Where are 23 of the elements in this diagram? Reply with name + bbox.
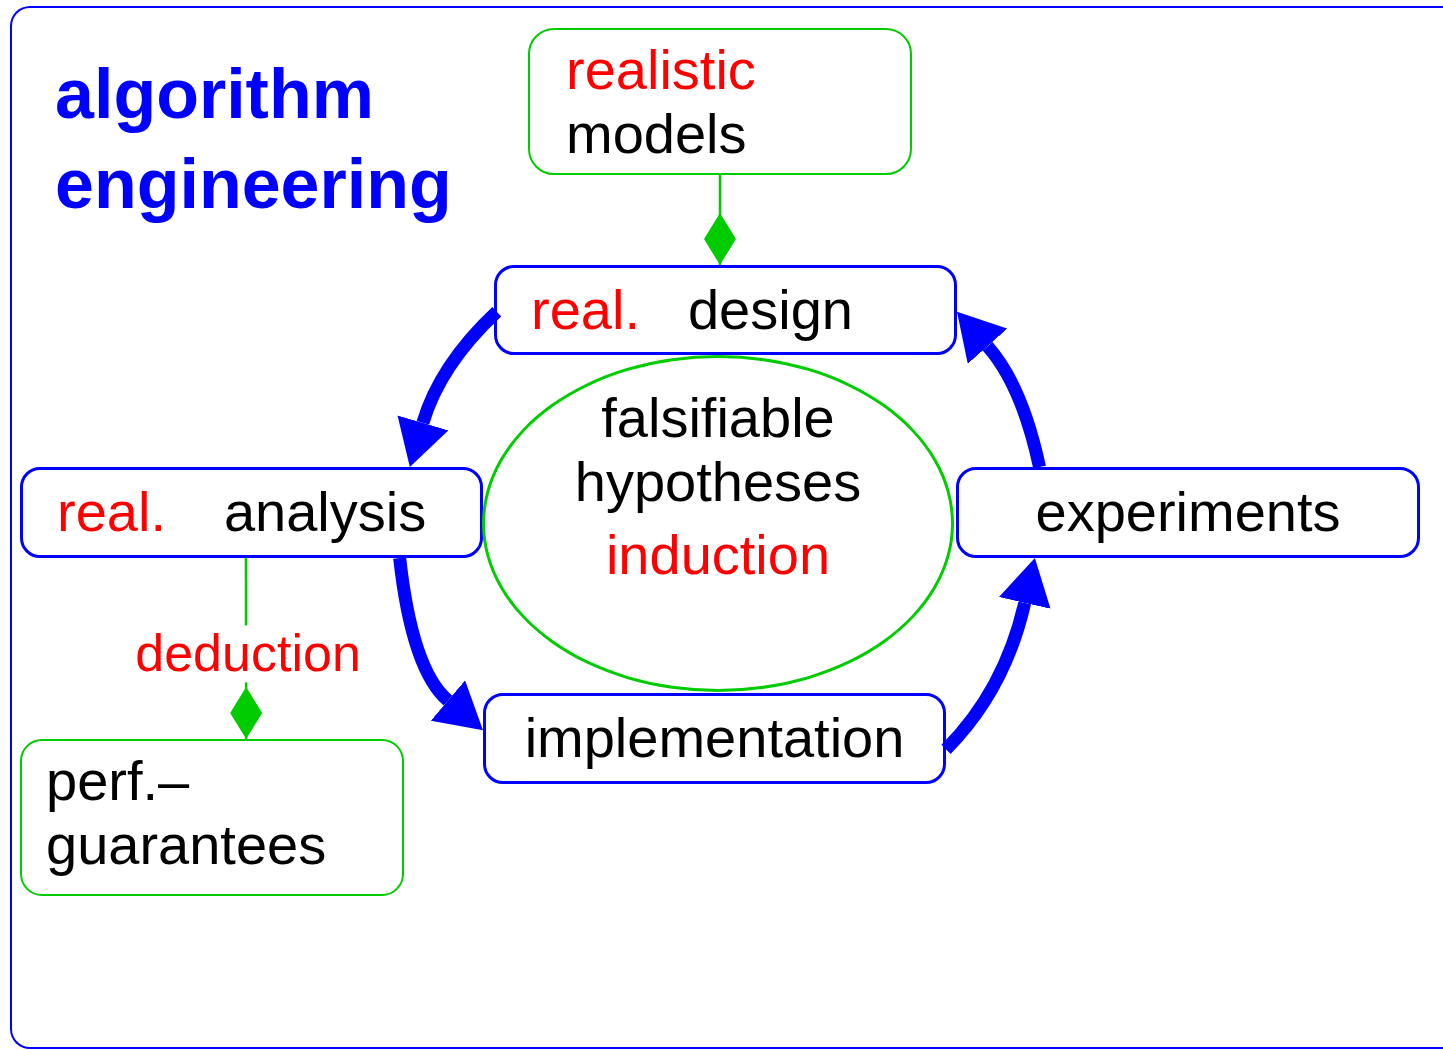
node-label: design [687, 277, 853, 343]
result-box [20, 739, 404, 896]
node-label: perf.– guarantees [46, 749, 328, 878]
node-label: real. [57, 480, 166, 545]
curved-arrow [397, 307, 502, 467]
node-label: real. [531, 277, 640, 343]
process-box [483, 693, 946, 784]
node-label: induction [605, 522, 831, 588]
process-box [956, 467, 1420, 558]
curved-arrow [393, 557, 481, 733]
process-box [494, 265, 957, 355]
node-label: analysis [223, 480, 427, 545]
diagram-title: algorithm engineering [55, 54, 453, 225]
node-label: experiments [1035, 480, 1341, 545]
node-label: realistic [566, 38, 756, 103]
curved-arrow [941, 558, 1051, 754]
model-box [528, 28, 912, 175]
node-label: implementation [524, 706, 905, 771]
connector-line [703, 175, 736, 265]
node-label: falsifiable hypotheses [573, 386, 863, 515]
process-box [20, 467, 483, 558]
node-label: models [566, 102, 747, 167]
curved-arrow [958, 310, 1046, 469]
